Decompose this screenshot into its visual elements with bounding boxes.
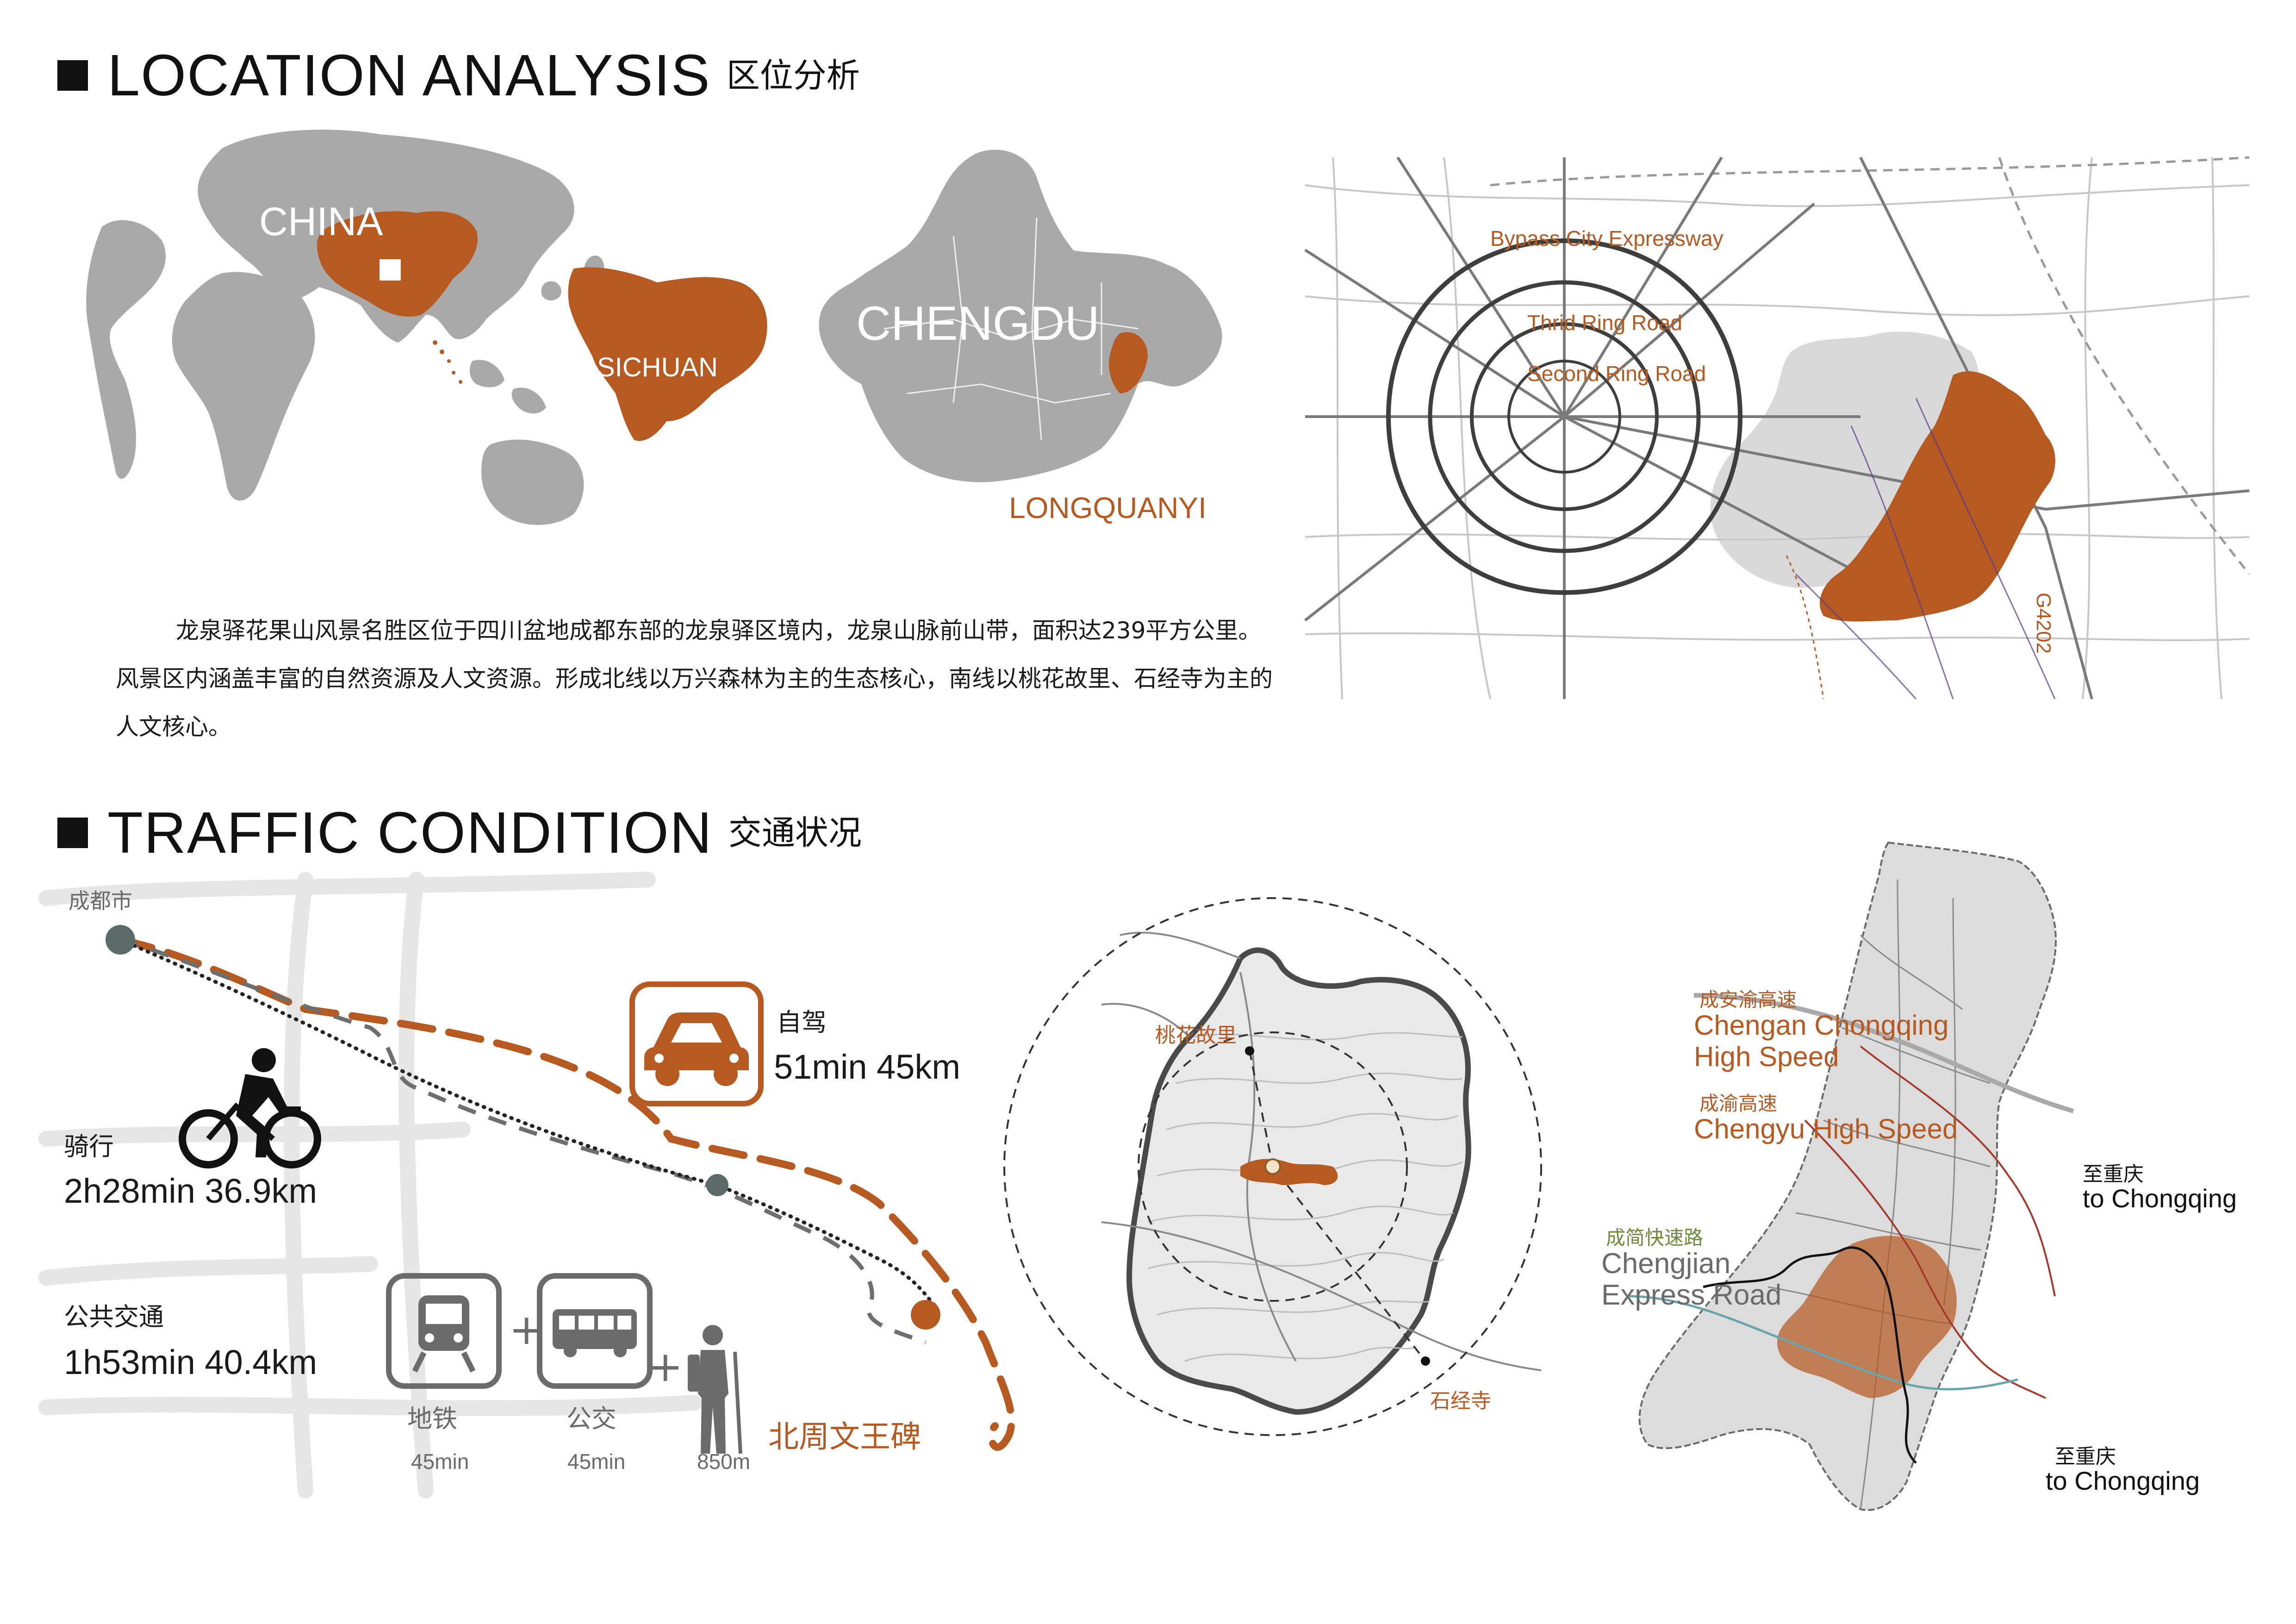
- bus-icon: [537, 1273, 653, 1389]
- metro-label: 地铁: [407, 1404, 457, 1433]
- chengjian-cn-label: 成简快速路: [1606, 1226, 1704, 1249]
- sichuan-map: [568, 267, 767, 441]
- chengan-cn-label: 成安渝高速: [1699, 988, 1797, 1011]
- to-chongqing-cn-2: 至重庆: [2055, 1445, 2116, 1468]
- location-description: 龙泉驿花果山风景名胜区位于四川盆地成都东部的龙泉驿区境内，龙泉山脉前山带，面积达…: [116, 617, 1273, 740]
- sichuan-label: SICHUAN: [597, 352, 718, 382]
- transit-value: 1h53min 40.4km: [64, 1343, 317, 1381]
- second-ring-label: Second Ring Road: [1527, 362, 1706, 386]
- metro-icon: [386, 1273, 502, 1389]
- shijing-label: 石经寺: [1430, 1389, 1491, 1413]
- to-chongqing-en-2: to Chongqing: [2046, 1466, 2200, 1495]
- hiker-icon: [688, 1325, 742, 1454]
- district-road-map: [1629, 841, 2074, 1511]
- chengan-en-label-1: Chengan Chongqing: [1694, 1010, 1949, 1041]
- transit-label: 公共交通: [64, 1302, 164, 1331]
- road-network-map: [1304, 156, 2250, 700]
- traffic-title-cn: 交通状况: [728, 813, 862, 852]
- section-bullet: [57, 818, 88, 848]
- origin-label: 成都市: [68, 888, 132, 913]
- chengjian-en-label-2: Express Road: [1601, 1279, 1782, 1311]
- to-chongqing-cn-1: 至重庆: [2083, 1162, 2144, 1186]
- chengan-en-label-2: High Speed: [1694, 1041, 1839, 1072]
- to-chongqing-en-1: to Chongqing: [2083, 1184, 2237, 1213]
- bike-label: 骑行: [64, 1132, 114, 1161]
- bike-value: 2h28min 36.9km: [64, 1172, 317, 1210]
- chengyu-en-label: Chengyu High Speed: [1694, 1113, 1958, 1144]
- bus-label: 公交: [566, 1404, 616, 1433]
- traffic-title-en: TRAFFIC CONDITION: [107, 800, 713, 865]
- g4202-label: G4202: [2032, 593, 2055, 654]
- chengdu-map: [818, 149, 1223, 483]
- chengjian-en-label-1: Chengjian: [1601, 1248, 1731, 1280]
- world-map: [86, 130, 604, 525]
- walk-distance: 850m: [697, 1449, 751, 1474]
- china-label: CHINA: [259, 200, 383, 244]
- car-icon: [629, 981, 764, 1106]
- taohua-label: 桃花故里: [1155, 1024, 1237, 1047]
- chengdu-label: CHENGDU: [856, 297, 1100, 350]
- section-bullet: [57, 60, 88, 91]
- bicycle-icon: [179, 1048, 321, 1168]
- car-label: 自驾: [777, 1008, 827, 1037]
- location-title-cn: 区位分析: [726, 56, 860, 95]
- destination-label: 北周文王碑: [768, 1419, 921, 1455]
- chengyu-cn-label: 成渝高速: [1699, 1092, 1778, 1115]
- location-title-en: LOCATION ANALYSIS: [107, 43, 711, 108]
- scenic-area-map: [1003, 897, 1542, 1436]
- traffic-section-header: TRAFFIC CONDITION 交通状况: [57, 804, 862, 862]
- plus-sign-2: +: [648, 1343, 683, 1391]
- third-ring-label: Thrid Ring Road: [1527, 311, 1682, 335]
- bypass-expressway-label: Bypass City Expressway: [1490, 226, 1724, 250]
- car-value: 51min 45km: [774, 1048, 961, 1086]
- longquanyi-label: LONGQUANYI: [1009, 491, 1207, 525]
- bus-time: 45min: [567, 1449, 626, 1474]
- location-section-header: LOCATION ANALYSIS 区位分析: [57, 46, 860, 105]
- metro-time: 45min: [411, 1449, 469, 1474]
